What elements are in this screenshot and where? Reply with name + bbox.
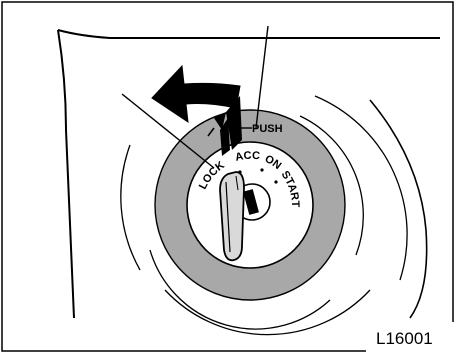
position-acc-label: ACC (234, 150, 261, 164)
key (220, 172, 244, 260)
figure-code: L16001 (376, 329, 433, 348)
